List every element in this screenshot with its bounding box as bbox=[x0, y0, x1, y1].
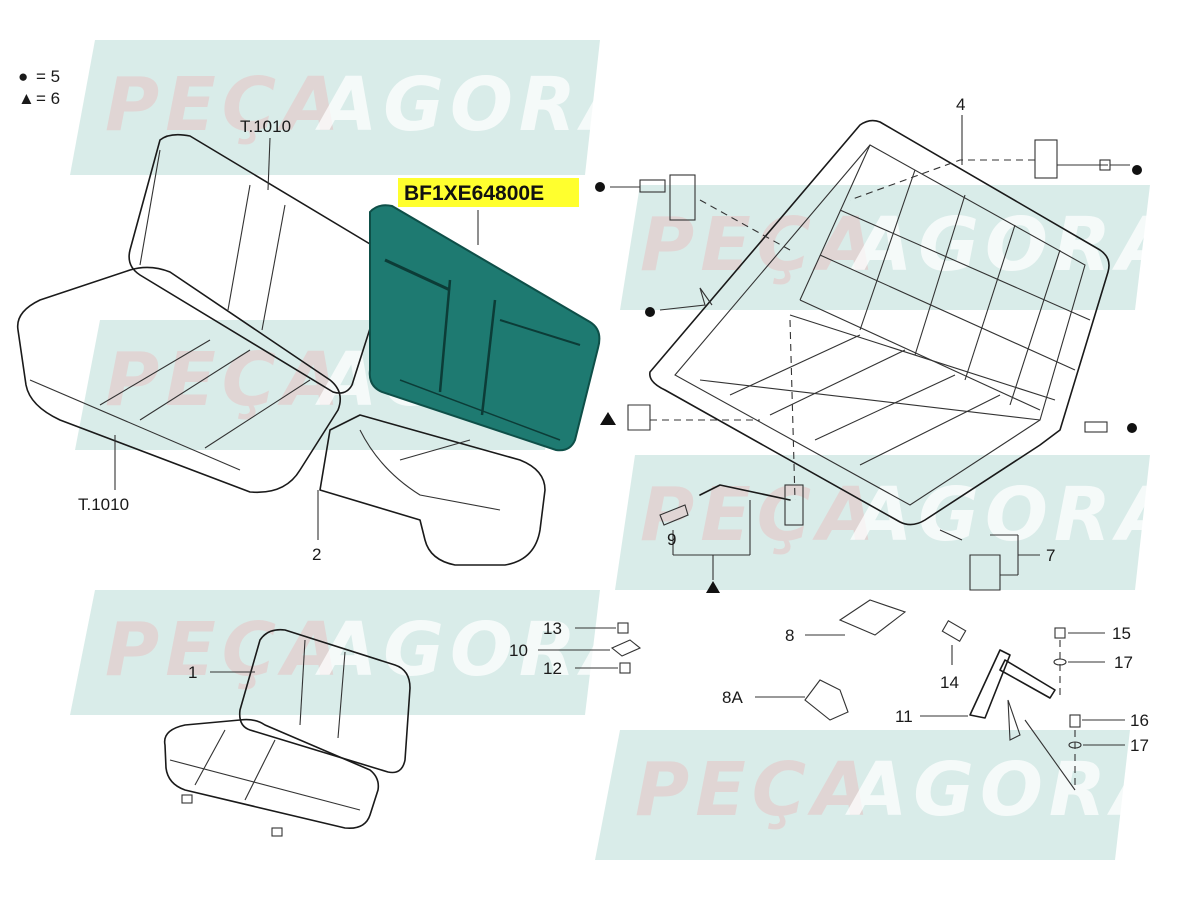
part-8-group: 8 bbox=[785, 599, 907, 645]
part-11-group: 11 bbox=[895, 649, 1076, 791]
fastener-group-center: 13 10 12 bbox=[509, 619, 642, 678]
part-7-group: 7 bbox=[939, 529, 1055, 591]
label-1: 1 bbox=[188, 663, 197, 682]
watermark-text-4b: AGORA bbox=[850, 472, 1180, 558]
label-7: 7 bbox=[1046, 546, 1055, 565]
watermark-text-1a: PEÇA bbox=[105, 62, 345, 148]
label-8: 8 bbox=[785, 626, 794, 645]
label-2: 2 bbox=[312, 545, 321, 564]
part-9-group: 9 bbox=[659, 484, 804, 593]
label-11: 11 bbox=[895, 707, 913, 726]
legend-circle-text: = 5 bbox=[36, 67, 60, 86]
label-10: 10 bbox=[509, 641, 528, 660]
watermark-text-6a: PEÇA bbox=[635, 747, 875, 833]
watermark-text-1b: AGORA bbox=[315, 62, 645, 148]
label-8a: 8A bbox=[722, 688, 743, 707]
highlighted-backrest-part[interactable] bbox=[368, 204, 601, 452]
label-16: 16 bbox=[1130, 711, 1149, 730]
label-9: 9 bbox=[667, 530, 676, 549]
watermark-text-3a: PEÇA bbox=[105, 337, 345, 423]
part-14-group: 14 bbox=[940, 620, 967, 692]
seat-frame-assembly bbox=[595, 119, 1142, 526]
part-number-text: BF1XE64800E bbox=[404, 182, 544, 205]
label-13: 13 bbox=[543, 619, 562, 638]
legend-triangle-symbol: ▲ bbox=[18, 89, 35, 108]
fastener-group-right: 15 17 16 17 bbox=[1053, 624, 1149, 790]
watermark-text-6b: AGORA bbox=[845, 747, 1175, 833]
legend: ● = 5 ▲ = 6 bbox=[18, 67, 60, 108]
label-15: 15 bbox=[1112, 624, 1131, 643]
label-t1010-top: T.1010 bbox=[240, 117, 291, 136]
label-4: 4 bbox=[956, 95, 965, 114]
watermark: PEÇA AGORA PEÇA AGORA PEÇA AGORA PEÇA AG… bbox=[70, 40, 1180, 860]
complete-seat-1: 1 bbox=[163, 628, 411, 837]
legend-triangle-text: = 6 bbox=[36, 89, 60, 108]
part-8a-group: 8A bbox=[722, 679, 849, 721]
label-12: 12 bbox=[543, 659, 562, 678]
watermark-text-2b: AGORA bbox=[850, 202, 1180, 288]
part-number-tag[interactable]: BF1XE64800E bbox=[398, 178, 579, 207]
legend-circle-symbol: ● bbox=[18, 67, 28, 86]
label-14: 14 bbox=[940, 673, 959, 692]
label-17b: 17 bbox=[1130, 736, 1149, 755]
label-t1010-bottom: T.1010 bbox=[78, 495, 129, 514]
seat-assembly-t1010 bbox=[16, 133, 546, 566]
label-17a: 17 bbox=[1114, 653, 1133, 672]
watermark-text-5a: PEÇA bbox=[105, 607, 345, 693]
